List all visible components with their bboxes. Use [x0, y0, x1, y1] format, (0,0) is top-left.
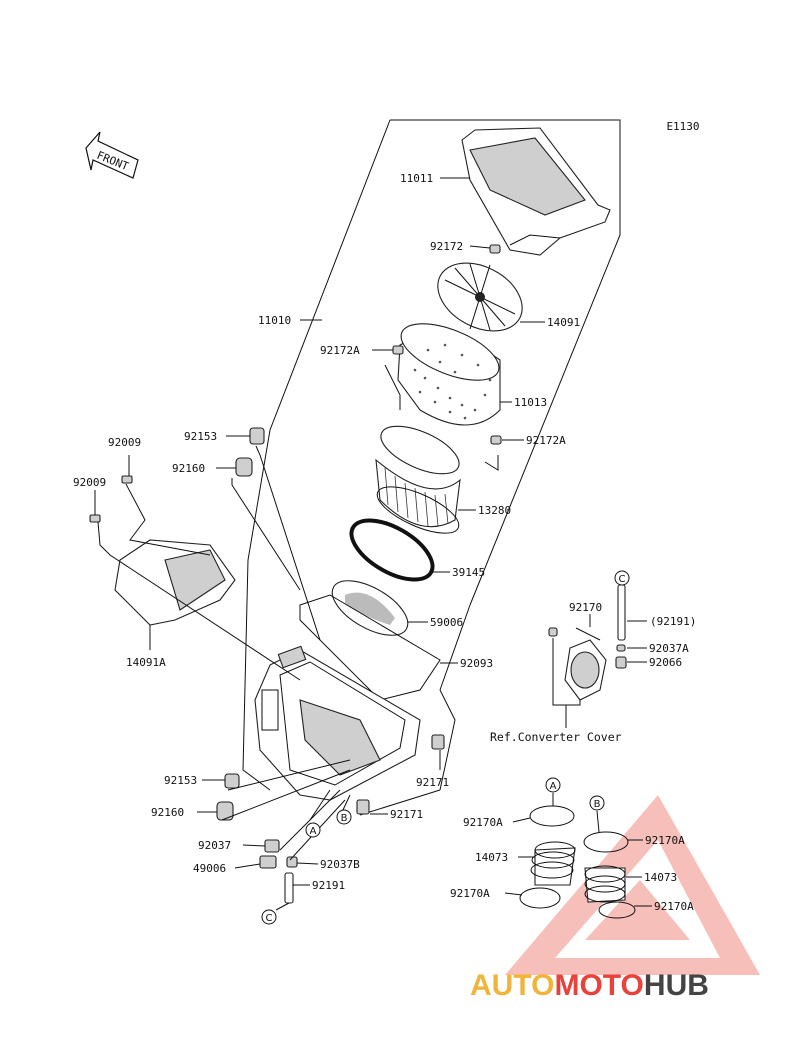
svg-text:B: B: [341, 813, 348, 824]
diagram-code: E1130: [666, 120, 699, 133]
filter-holder-plate: [437, 262, 523, 332]
label-92037A: 92037A: [649, 642, 689, 655]
label-92170A-1: 92170A: [463, 816, 503, 829]
label-92066: 92066: [649, 656, 682, 669]
label-92191: 92191: [312, 879, 345, 892]
screw-92172A-mid: [490, 435, 502, 445]
marker-c-converter: C: [614, 570, 630, 586]
airbox-body: [254, 645, 421, 801]
label-39145: 39145: [452, 566, 485, 579]
label-13280: 13280: [478, 504, 511, 517]
label-92191-ref: (92191): [650, 615, 696, 628]
label-92172A-mid: 92172A: [526, 434, 566, 447]
label-92093: 92093: [460, 657, 493, 670]
clip-92171-a: [431, 734, 445, 750]
label-92172: 92172: [430, 240, 463, 253]
svg-text:C: C: [619, 574, 626, 585]
marker-a-airbox: A: [305, 822, 321, 838]
label-11011: 11011: [400, 172, 433, 185]
marker-b-airbox: B: [336, 809, 352, 825]
converter-cover-parts: [548, 584, 627, 701]
screw-92172A-top: [392, 345, 404, 355]
front-arrow-icon: FRONT: [85, 131, 139, 179]
label-14073-1: 14073: [475, 851, 508, 864]
watermark-logo: AUTOMOTOHUB: [470, 969, 709, 1002]
bolt-92153-top: [249, 427, 265, 445]
svg-text:C: C: [266, 913, 273, 924]
svg-text:AUTOMOTOHUB: AUTOMOTOHUB: [470, 969, 709, 1002]
grommet-92160-top: [235, 457, 253, 477]
bolt-92153-bottom: [224, 773, 240, 789]
drain-parts: [259, 839, 298, 904]
label-11013: 11013: [514, 396, 547, 409]
svg-text:A: A: [550, 781, 557, 792]
label-92170A-3: 92170A: [450, 887, 490, 900]
ref-converter-cover: Ref.Converter Cover: [490, 730, 622, 744]
label-92160-top: 92160: [172, 462, 205, 475]
marker-b-hose: B: [589, 795, 605, 811]
label-14091A: 14091A: [126, 656, 166, 669]
foam-filter-element: [397, 323, 501, 426]
label-14073-2: 14073: [644, 871, 677, 884]
clip-92171-b: [356, 799, 370, 815]
label-92171-b: 92171: [390, 808, 423, 821]
label-92171-a: 92171: [416, 776, 449, 789]
bolt-92009-b: [89, 514, 101, 523]
label-92009-b: 92009: [73, 476, 106, 489]
watermark-triangle: [505, 795, 760, 975]
watermark-auto: AUTO: [470, 969, 554, 1002]
label-92170A-2: 92170A: [645, 834, 685, 847]
label-92153-top: 92153: [184, 430, 217, 443]
leader-lines: [94, 177, 652, 911]
part-labels: E1130 11011 92172 14091 11010 92172A 110…: [73, 120, 700, 913]
label-92009-a: 92009: [108, 436, 141, 449]
label-92170A-4: 92170A: [654, 900, 694, 913]
label-49006: 49006: [193, 862, 226, 875]
label-11010: 11010: [258, 314, 291, 327]
screw-92172: [489, 244, 501, 254]
label-92037: 92037: [198, 839, 231, 852]
marker-a-hose: A: [545, 777, 561, 793]
watermark-moto: MOTO: [554, 969, 643, 1002]
label-92153-bottom: 92153: [164, 774, 197, 787]
gasket: [299, 594, 441, 701]
duct-hoses: [519, 805, 636, 919]
label-92172A-top: 92172A: [320, 344, 360, 357]
bolt-92009-a: [121, 475, 133, 484]
assembly-frame: [242, 119, 621, 816]
svg-text:A: A: [310, 826, 317, 837]
watermark-hub: HUB: [644, 969, 709, 1002]
mesh-plate: [331, 580, 409, 636]
side-cover: [114, 539, 236, 626]
svg-text:B: B: [594, 799, 601, 810]
label-59006: 59006: [430, 616, 463, 629]
label-92037B: 92037B: [320, 858, 360, 871]
label-92170: 92170: [569, 601, 602, 614]
air-cleaner-cover: [461, 127, 611, 256]
label-14091: 14091: [547, 316, 580, 329]
pleated-filter-element: [375, 425, 461, 534]
label-92160-bottom: 92160: [151, 806, 184, 819]
grommet-92160-bottom: [216, 801, 234, 821]
seal-ring: [349, 518, 435, 582]
marker-c-drain: C: [261, 909, 277, 925]
